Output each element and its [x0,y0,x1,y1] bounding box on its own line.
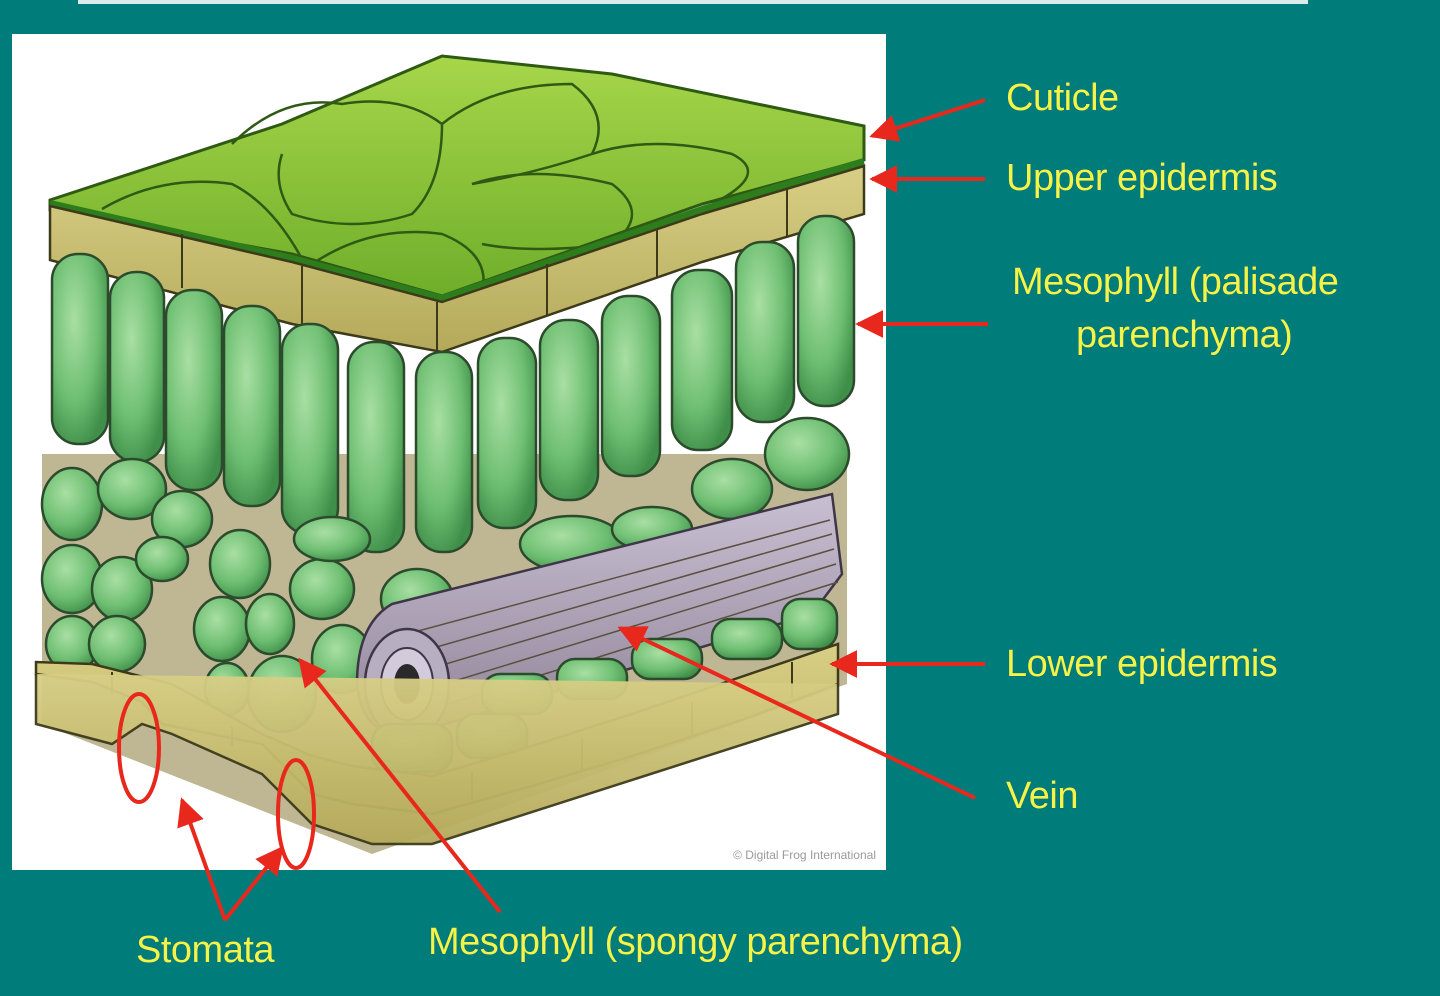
lower-epidermis-front [34,674,840,846]
stoma-ring-left [117,692,161,804]
label-upper-epidermis: Upper epidermis [1006,157,1278,199]
cuticle-edge [49,158,866,304]
label-vein: Vein [1006,775,1078,817]
palisade-cells [50,214,856,554]
label-palisade-line2: parenchyma) [1076,314,1293,356]
arrow-stomata-right [223,845,284,922]
upper-epidermis-dividers [181,190,788,352]
arrow-vein [617,626,976,800]
arrow-spongy [298,657,502,914]
label-cuticle: Cuticle [1006,77,1119,119]
label-stomata: Stomata [136,929,275,971]
copyright-text: © Digital Frog International [733,848,876,862]
label-spongy-mesophyll: Mesophyll (spongy parenchyma) [428,921,963,963]
stoma-ring-right [276,758,316,870]
arrow-stomata-left [177,797,227,921]
top-divider-bar [78,0,1308,4]
arrow-cuticle [869,98,986,142]
label-lower-epidermis: Lower epidermis [1006,643,1278,685]
top-cell-outlines [101,82,750,295]
label-palisade-line1: Mesophyll (palisade [1012,261,1339,303]
leaf-illustration [34,54,866,854]
